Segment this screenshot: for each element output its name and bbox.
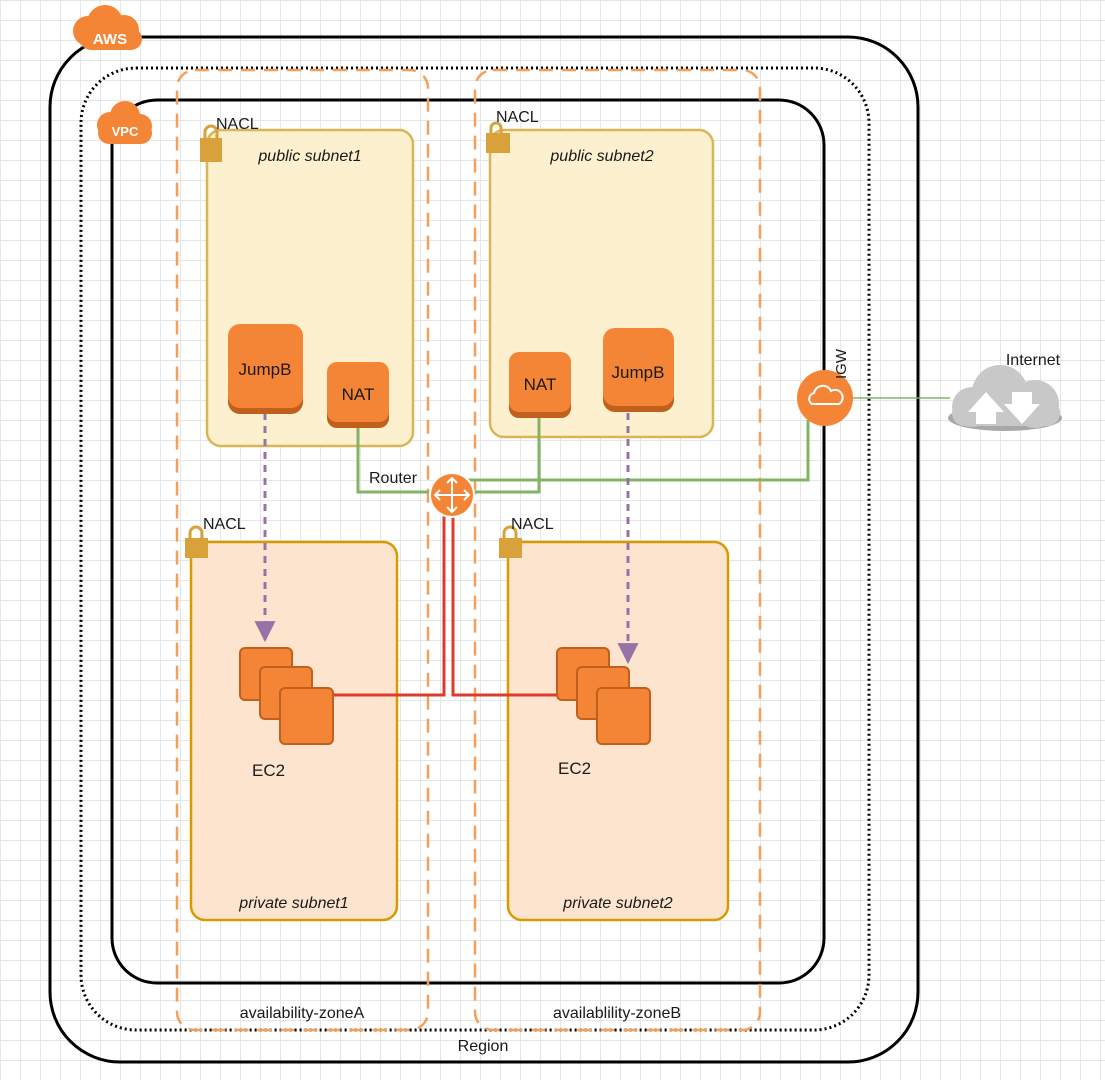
ec2-icon xyxy=(556,647,651,745)
public-subnet1-label: public subnet1 xyxy=(257,148,361,165)
router-ec2b-link xyxy=(451,512,558,697)
internet-cloud-icon xyxy=(948,365,1062,431)
region-label: Region xyxy=(458,1038,509,1055)
nacl-label: NACL xyxy=(496,109,539,126)
availability-zone-b xyxy=(473,68,762,1032)
aws-badge-label: AWS xyxy=(93,31,127,48)
nacl-label: NACL xyxy=(203,516,246,533)
private-subnet1-label: private subnet1 xyxy=(238,895,348,912)
lock-icon xyxy=(499,525,522,558)
nat-label: NAT xyxy=(342,385,375,404)
jumpb-instance-1: JumpB xyxy=(228,324,303,414)
region-container xyxy=(79,66,871,1032)
router-label: Router xyxy=(369,470,418,487)
igw-icon xyxy=(797,370,853,426)
lock-icon xyxy=(486,121,510,153)
ec2-label: EC2 xyxy=(252,761,285,780)
internet-label: Internet xyxy=(1006,352,1061,369)
igw-label: IGW xyxy=(833,348,850,379)
jumpb-instance-2: JumpB xyxy=(603,328,674,412)
nacl-label: NACL xyxy=(216,116,259,133)
lock-icon xyxy=(200,124,222,162)
availability-zone-b-label: availablility-zoneB xyxy=(553,1005,681,1022)
availability-zone-a-label: availability-zoneA xyxy=(240,1005,365,1022)
vpc-container xyxy=(110,98,826,985)
nacl-label: NACL xyxy=(511,516,554,533)
jumpb-label: JumpB xyxy=(239,360,292,379)
lock-icon xyxy=(185,525,208,558)
router-icon xyxy=(429,472,475,518)
private-subnet2-label: private subnet2 xyxy=(562,895,673,912)
nat-instance-1: NAT xyxy=(327,362,389,428)
ec2-icon xyxy=(239,647,334,745)
aws-badge: AWS xyxy=(73,5,142,50)
aws-cloud-container xyxy=(48,35,920,1064)
ec2-label: EC2 xyxy=(558,759,591,778)
jumpb-label: JumpB xyxy=(612,363,665,382)
nat2-router-link xyxy=(460,418,541,494)
nat1-router-link xyxy=(356,426,443,494)
router-igw-link xyxy=(460,420,810,482)
vpc-badge: VPC xyxy=(97,101,152,144)
public-subnet2-label: public subnet2 xyxy=(549,148,653,165)
router-ec2a-link xyxy=(332,512,446,697)
vpc-badge-label: VPC xyxy=(112,124,139,139)
nat-instance-2: NAT xyxy=(509,352,571,418)
nat-label: NAT xyxy=(524,375,557,394)
